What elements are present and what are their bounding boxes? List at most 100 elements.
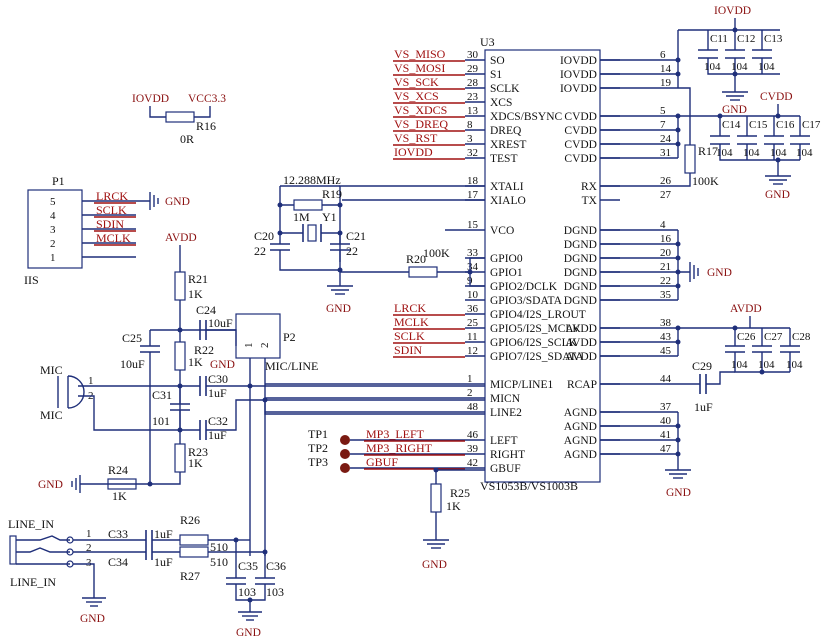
r16-value: 0R [180,132,194,146]
u3-pin-name-18: XTALI [490,181,524,193]
u3-rpin-num-22: 22 [660,275,671,287]
microphone-icon [67,375,85,409]
u3-pin-num-23: 23 [467,91,479,103]
avdd_caps-value-2: 104 [786,359,803,371]
cvdd_caps-ref-3: C17 [802,119,821,131]
mic-label: MIC [40,363,63,377]
p1-pin-num-2: 2 [50,238,56,250]
r26-value: 510 [210,540,228,554]
u3-pin-num-3: 3 [467,133,473,145]
u3-rpin-num-38: 38 [660,317,672,329]
line-in-jack-icon [9,535,17,565]
c35-value: 103 [238,585,256,599]
u3-pin-name-32: TEST [490,153,517,165]
r17-ref: R17 [698,144,718,158]
u3-rpin-num-20: 20 [660,247,672,259]
p1-net-sclk: SCLK [96,203,127,217]
net-label-vs_mosi: VS_MOSI [394,61,445,75]
u3-pin-num-39: 39 [467,443,479,455]
r16-ref: R16 [196,119,216,133]
p2-pin-2: 2 [259,343,271,349]
u3-rpin-num-16: 16 [660,233,672,245]
u3-rpin-num-5: 5 [660,105,666,117]
test-point-icon[interactable] [340,435,350,445]
iovdd_caps-value-0: 104 [704,61,721,73]
u3-pin-num-10: 10 [467,289,479,301]
r23-resistor [174,443,186,473]
r20-ref: R20 [406,252,426,266]
u3-rpin-name-40: AGND [564,421,597,433]
u3-pin-name-8: DREQ [490,125,522,137]
cvdd_caps-ref-0: C14 [722,119,741,131]
dgnd-connection: GND [600,229,732,301]
net-label-iovdd: IOVDD [394,145,433,159]
u3-rpin-name-24: CVDD [564,139,597,151]
p2-pin-1: 1 [243,343,255,349]
p2-jumper[interactable] [235,313,281,359]
u3-rpin-num-41: 41 [660,429,671,441]
cvdd_caps-value-1: 104 [743,147,760,159]
u3-pin-name-29: S1 [490,69,502,81]
r25-gnd-label: GND [422,559,447,571]
c32-value: 1uF [208,428,227,442]
net-label-vs_xcs: VS_XCS [394,89,439,103]
r26-resistor [179,534,209,546]
r17-resistor-group: R17 100K [600,144,719,188]
u3-pin-num-8: 8 [467,119,473,131]
r22-value: 1K [188,355,203,369]
u3-rpin-name-41: AGND [564,435,597,447]
u3-pin-num-36: 36 [467,303,479,315]
p1-pin-num-3: 3 [50,224,56,236]
u3-pin-num-1: 1 [467,373,473,385]
r20-value: 100K [423,246,450,260]
line-in-pin-1: 1 [86,528,92,540]
tp-ref-2: TP2 [308,441,328,455]
u3-pin-num-42: 42 [467,457,478,469]
test-point-icon[interactable] [340,449,350,459]
r25-ref: R25 [450,486,470,500]
u3-pin-num-13: 13 [467,105,479,117]
c30-value: 1uF [208,386,227,400]
u3-rpin-name-21: DGND [564,267,597,279]
c21-ref: C21 [346,229,366,243]
r27-resistor [179,546,209,558]
u3-rpin-name-5: CVDD [564,111,597,123]
mic-pin-1: 1 [88,375,94,387]
u3-pin-name-3: XREST [490,139,526,151]
u3-pin-name-28: SCLK [490,83,520,95]
u3-rpin-name-31: CVDD [564,153,597,165]
r26-ref: R26 [180,513,200,527]
u3-pin-num-18: 18 [467,175,479,187]
tp-net-1: MP3_LEFT [366,427,425,441]
r23-value: 1K [188,456,203,470]
r16-resistor [165,111,195,123]
u3-rpin-num-37: 37 [660,401,672,413]
r22-resistor [174,341,186,371]
net-label-vs_miso: VS_MISO [394,47,446,61]
u3-rpin-num-43: 43 [660,331,672,343]
iovdd-top-label: IOVDD [714,5,751,17]
u3-pin-num-30: 30 [467,49,479,61]
crystal-gnd-label: GND [326,303,351,315]
u3-pin-num-11: 11 [467,331,478,343]
net-label-sclk: SCLK [394,329,425,343]
c25-ref: C25 [122,331,142,345]
r17-resistor [684,144,696,174]
u3-rpin-name-45: AVDD [565,351,597,363]
crystal-section: 12.288MHz R19 1M Y1 C20 22 C21 22 GND [254,173,485,315]
c24-value: 10uF [208,316,233,330]
u3-rpin-num-45: 45 [660,345,672,357]
r27-value: 510 [210,555,228,569]
test-point-icon[interactable] [340,463,350,473]
u3-rpin-name-14: IOVDD [560,69,597,81]
agnd-connection: GND [600,411,691,499]
u3-pin-num-25: 25 [467,317,479,329]
u3-rpin-num-47: 47 [660,443,672,455]
r21-resistor [174,271,186,301]
agnd-gnd-label: GND [666,487,691,499]
c33-ref: C33 [108,527,128,541]
c31-value: 101 [152,414,170,428]
